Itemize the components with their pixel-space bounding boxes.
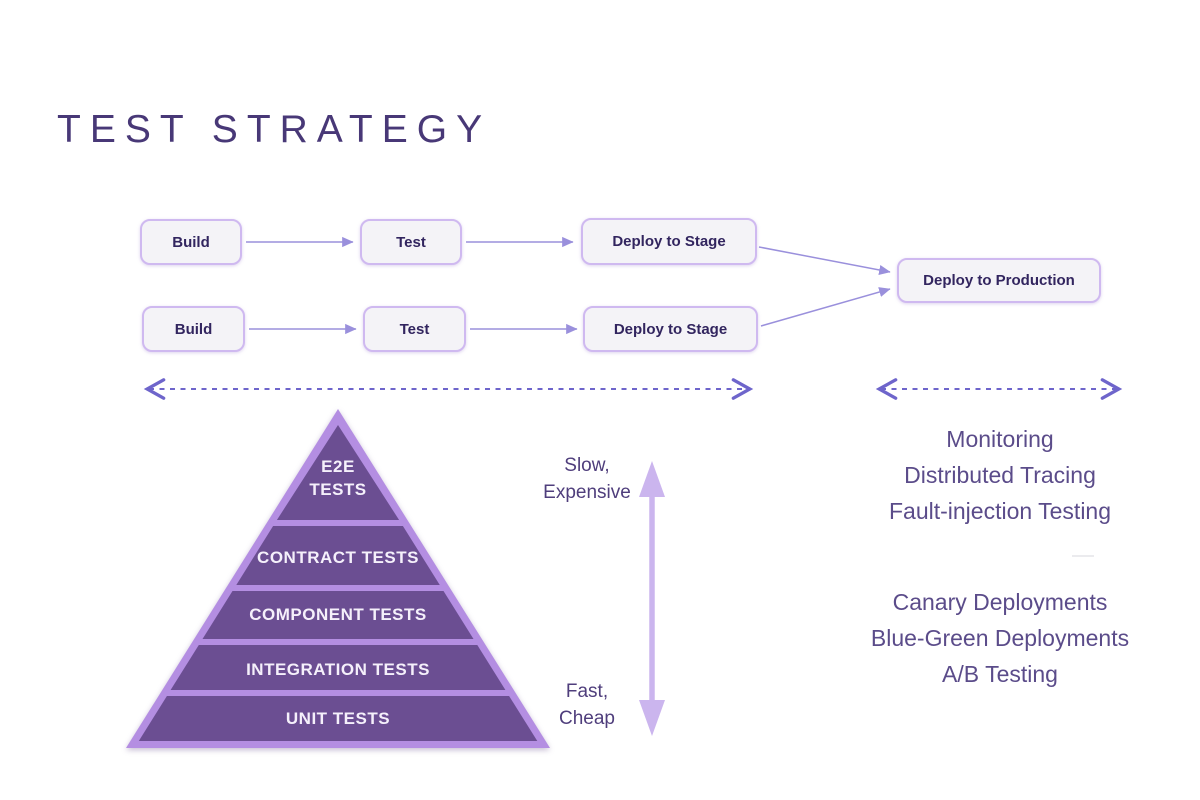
list-item: A/B Testing xyxy=(942,661,1058,687)
pipeline-arrows xyxy=(246,236,891,335)
deploy-stage-box-2-label: Deploy to Stage xyxy=(613,320,728,338)
pyramid-label-e2e: E2E TESTS xyxy=(309,457,367,499)
page-title: TEST STRATEGY xyxy=(57,108,492,151)
pyramid-label-unit: UNIT TESTS xyxy=(285,709,391,728)
test-box-2-label: Test xyxy=(399,320,430,338)
pyramid-level-component xyxy=(202,591,474,639)
cost-arrow-up-head xyxy=(639,461,665,497)
list-item: Fault-injection Testing xyxy=(888,498,1112,524)
list-item: Monitoring xyxy=(946,426,1054,452)
test-box-1: Test xyxy=(360,219,462,265)
arrow-stage2-production xyxy=(760,287,891,327)
cost-label-fast-cheap: Fast, Cheap xyxy=(559,681,615,729)
list-item: Blue-Green Deployments xyxy=(870,625,1130,651)
deployment-practices-list: Canary Deployments Blue-Green Deployment… xyxy=(844,584,1156,692)
build-box-2: Build xyxy=(142,306,245,352)
pyramid-level-unit xyxy=(138,696,538,741)
pyramid-label-integration: INTEGRATION TESTS xyxy=(246,660,430,679)
faint-divider xyxy=(1072,555,1094,557)
test-box-1-label: Test xyxy=(396,233,426,251)
deploy-stage-box-1-label: Deploy to Stage xyxy=(612,233,726,250)
pyramid-level-contract xyxy=(236,526,440,585)
cost-axis-arrow xyxy=(639,461,665,736)
cost-label-slow-expensive: Slow, Expensive xyxy=(543,455,631,503)
arrow-stage1-production xyxy=(758,246,891,275)
observability-practices-list: Monitoring Distributed Tracing Fault-inj… xyxy=(844,421,1156,529)
deploy-production-box-label: Deploy to Production xyxy=(923,272,1075,289)
list-item: Canary Deployments xyxy=(892,589,1108,615)
list-item: Distributed Tracing xyxy=(904,462,1096,488)
test-pyramid xyxy=(126,409,550,748)
deploy-stage-box-2: Deploy to Stage xyxy=(583,306,758,352)
pyramid-level-integration xyxy=(170,645,506,690)
pyramid-label-component: COMPONENT TESTS xyxy=(249,605,427,624)
cost-arrow-down-head xyxy=(639,700,665,736)
build-box-1: Build xyxy=(140,219,242,265)
pyramid-label-contract: CONTRACT TESTS xyxy=(257,548,419,567)
build-box-2-label: Build xyxy=(174,320,213,338)
build-box-1-label: Build xyxy=(172,233,210,251)
test-box-2: Test xyxy=(363,306,466,352)
deploy-stage-box-1: Deploy to Stage xyxy=(581,218,757,265)
pyramid-level-e2e xyxy=(276,425,400,520)
deploy-production-box: Deploy to Production xyxy=(897,258,1101,303)
